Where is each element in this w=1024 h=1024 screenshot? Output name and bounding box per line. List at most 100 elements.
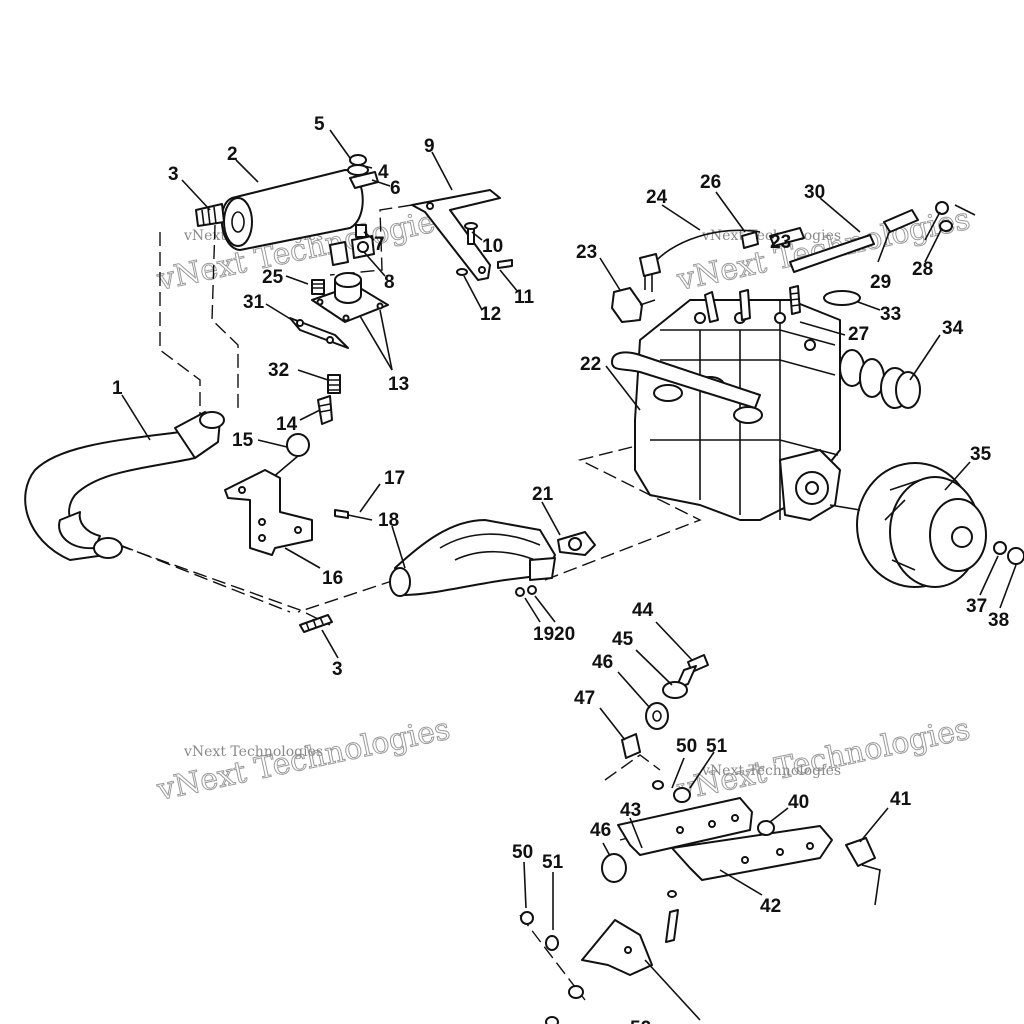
callout-17: 17 <box>384 468 405 489</box>
callout-32: 32 <box>268 360 289 381</box>
washers-part-19-20 <box>515 585 537 597</box>
pin-part-14 <box>317 395 333 425</box>
callout-10: 10 <box>482 236 503 257</box>
callout-16: 16 <box>322 568 343 589</box>
callout-28: 28 <box>912 259 933 280</box>
washer-part-45 <box>662 681 688 699</box>
callout-3-upper: 3 <box>168 164 179 185</box>
plug-part-33 <box>823 290 861 306</box>
callout-45: 45 <box>612 629 634 650</box>
leader-lines <box>121 129 1017 930</box>
callout-50-lower: 50 <box>512 842 533 863</box>
exhaust-pipe-part-1 <box>24 411 225 561</box>
callout-11: 11 <box>514 287 535 308</box>
callout-2: 2 <box>227 144 238 165</box>
callout-23-right: 23 <box>770 232 791 253</box>
callout-51-lower: 51 <box>542 852 564 873</box>
muffler-part-2 <box>195 169 364 251</box>
isolator-part-41 <box>845 837 881 906</box>
watermark-small-text: vNext Technologies <box>701 763 841 779</box>
callout-37: 37 <box>966 596 987 617</box>
callout-19: 19 <box>533 624 554 645</box>
callout-38: 38 <box>988 610 1009 631</box>
callout-44: 44 <box>632 600 654 621</box>
callout-18: 18 <box>378 510 399 531</box>
callout-15: 15 <box>232 430 254 451</box>
bracket-part-9 <box>411 189 513 281</box>
callout-30: 30 <box>804 182 825 203</box>
bushing-part-46-lower <box>601 853 627 883</box>
clip-part-26 <box>741 227 805 249</box>
callout-31: 31 <box>243 292 265 313</box>
spacer-part-47 <box>621 733 641 759</box>
callout-25: 25 <box>262 267 284 288</box>
sparkplug-part-27 <box>789 285 801 315</box>
callout-34: 34 <box>942 318 964 339</box>
bolt-part-17 <box>334 509 373 521</box>
callout-33: 33 <box>880 304 901 325</box>
callout-46-upper: 46 <box>592 652 613 673</box>
callout-47: 47 <box>574 688 595 709</box>
callout-labels: 1 2 3 3 4 5 6 7 8 9 10 11 12 13 14 15 16… <box>112 114 1009 1024</box>
callout-3-lower: 3 <box>332 659 343 680</box>
callout-50-upper: 50 <box>676 736 697 757</box>
callout-41: 41 <box>890 789 912 810</box>
callout-1: 1 <box>112 378 123 399</box>
watermark-big-text: vNext Technologies <box>673 712 973 808</box>
washer-part-50-upper <box>652 780 691 803</box>
watermark-bottom-left: vNext Technologies vNext Technologies <box>153 711 454 808</box>
mount-bracket-part-43 <box>617 797 753 856</box>
callout-12: 12 <box>480 304 501 325</box>
gasket-part-21 <box>557 531 596 556</box>
callout-7: 7 <box>374 234 385 255</box>
knob-part-15 <box>271 433 310 479</box>
callout-21: 21 <box>532 484 554 505</box>
callout-13: 13 <box>388 374 409 395</box>
spring-part-32 <box>327 374 341 394</box>
clutch-part-35 <box>829 462 987 588</box>
callout-20: 20 <box>554 624 575 645</box>
callout-14: 14 <box>276 414 298 435</box>
ignition-cap-part-23 <box>611 287 656 323</box>
seals-part-34 <box>839 349 921 409</box>
washers-part-37-38 <box>993 541 1024 565</box>
callout-24: 24 <box>646 187 668 208</box>
callout-40: 40 <box>788 792 809 813</box>
coil-wire-part-24 <box>639 229 761 292</box>
callout-9: 9 <box>424 136 435 157</box>
mount-plate-part-52 <box>581 919 701 1021</box>
callout-27: 27 <box>848 324 869 345</box>
bushing-part-46-upper <box>645 702 669 730</box>
callout-46-lower: 46 <box>590 820 611 841</box>
callout-22: 22 <box>580 354 601 375</box>
spring-part-3-lower <box>299 614 333 633</box>
callout-26: 26 <box>700 172 721 193</box>
callout-23-left: 23 <box>576 242 597 263</box>
spring-part-25 <box>311 279 325 295</box>
callout-51-upper: 51 <box>706 736 728 757</box>
engine-block-part-22 <box>611 289 841 521</box>
assembly-guide-lines <box>117 204 702 1001</box>
callout-8: 8 <box>384 272 395 293</box>
plate-part-31 <box>289 317 349 349</box>
callout-42: 42 <box>760 896 781 917</box>
fuel-line-parts-28-30 <box>789 201 976 273</box>
washers-part-50-51-lower <box>520 911 584 1024</box>
callout-6: 6 <box>390 178 401 199</box>
callout-4: 4 <box>378 162 389 183</box>
mount-bracket-part-42 <box>671 825 833 881</box>
muffler-mount-hardware <box>329 154 379 266</box>
callout-5: 5 <box>314 114 325 135</box>
mount-plate-part-13 <box>311 272 389 323</box>
watermark-small-text: vNext Technologies <box>183 744 323 760</box>
callout-35: 35 <box>970 444 992 465</box>
bolt-lower <box>665 890 679 943</box>
watermark-bottom-right: vNext Technologies vNext Technologies <box>673 711 974 808</box>
bracket-part-16 <box>224 469 313 556</box>
callout-52: 52 <box>630 1018 651 1024</box>
washer-part-40 <box>757 820 775 836</box>
callout-29: 29 <box>870 272 891 293</box>
y-pipe-part-18 <box>389 519 556 597</box>
callout-43: 43 <box>620 800 641 821</box>
